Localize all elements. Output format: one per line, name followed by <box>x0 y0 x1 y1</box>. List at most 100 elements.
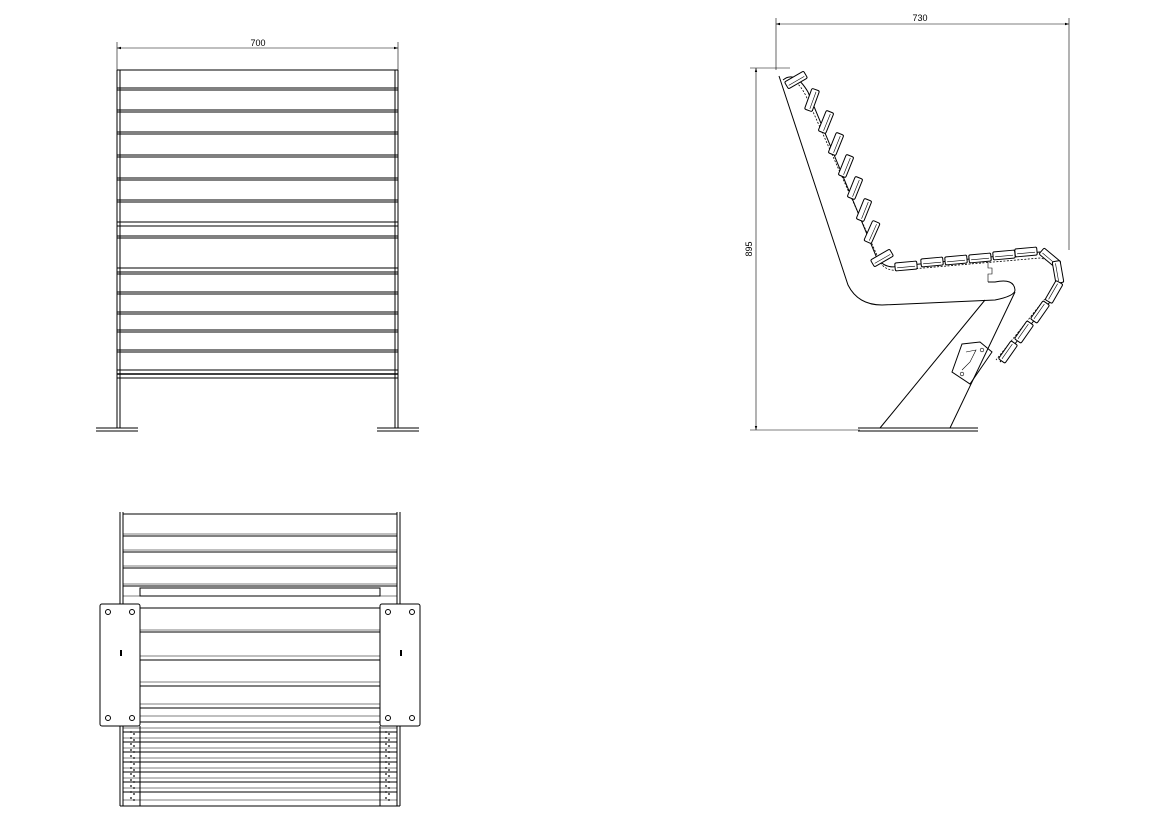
side-slat <box>944 254 968 266</box>
front-view: 700 <box>96 38 419 432</box>
rail-hole <box>130 785 132 787</box>
mounting-bracket <box>951 341 993 385</box>
side-view: 730 895 <box>744 13 1070 432</box>
front-slat <box>117 237 398 269</box>
front-slat <box>117 201 398 223</box>
side-slat <box>856 198 872 222</box>
side-slat <box>968 252 992 264</box>
top-slat <box>123 721 397 729</box>
side-slat <box>998 340 1018 364</box>
side-slat <box>1014 320 1034 344</box>
top-slat <box>123 761 397 769</box>
front-slat <box>117 273 398 293</box>
front-slat <box>117 313 398 331</box>
rail-hole <box>388 793 390 795</box>
top-slat <box>123 685 397 705</box>
top-slat <box>123 781 397 789</box>
side-slat <box>870 249 894 267</box>
side-slat <box>894 260 918 272</box>
rail-hole <box>388 763 390 765</box>
rail-hole <box>130 749 132 751</box>
rail-hole <box>385 743 387 745</box>
rail-hole <box>133 745 135 747</box>
side-slat <box>784 71 808 89</box>
front-width-dimension: 700 <box>116 38 399 70</box>
top-slat <box>123 731 397 739</box>
rail-hole <box>385 797 387 799</box>
right-base-plate <box>379 603 421 727</box>
top-slat <box>123 535 397 551</box>
rail-hole <box>385 791 387 793</box>
rail-hole <box>385 761 387 763</box>
rail-hole <box>130 767 132 769</box>
front-slat <box>117 351 398 371</box>
rail-hole <box>388 739 390 741</box>
rail-hole <box>130 743 132 745</box>
rail-hole <box>388 769 390 771</box>
rail-hole <box>133 769 135 771</box>
rail-hole <box>388 751 390 753</box>
top-slat <box>123 551 397 567</box>
side-slat <box>818 110 834 134</box>
front-slat <box>117 69 398 89</box>
side-slat <box>1051 260 1065 284</box>
rail-hole <box>388 775 390 777</box>
front-slat <box>117 111 398 133</box>
side-slat <box>828 132 844 156</box>
rail-hole <box>133 757 135 759</box>
top-slat <box>123 751 397 759</box>
rail-hole <box>133 751 135 753</box>
top-slat <box>123 741 397 749</box>
front-slat <box>117 179 398 201</box>
rail-hole <box>133 793 135 795</box>
rail-hole <box>385 773 387 775</box>
front-slat <box>117 225 398 237</box>
rail-hole <box>133 775 135 777</box>
rail-hole <box>133 799 135 801</box>
rail-hole <box>385 785 387 787</box>
rail-hole <box>385 755 387 757</box>
rail-hole <box>133 739 135 741</box>
rail-holes <box>130 731 390 801</box>
rail-hole <box>130 761 132 763</box>
front-slat <box>117 89 398 111</box>
rail-hole <box>388 781 390 783</box>
side-slat <box>1014 246 1038 258</box>
front-slat <box>117 156 398 179</box>
left-base-plate <box>99 603 141 727</box>
rail-hole <box>388 799 390 801</box>
side-slat <box>804 88 820 112</box>
side-slat <box>992 249 1016 261</box>
rail-hole <box>130 797 132 799</box>
rail-hole <box>385 737 387 739</box>
rail-hole <box>388 733 390 735</box>
rail-hole <box>133 733 135 735</box>
side-height-dimension: 895 <box>744 67 860 431</box>
top-view <box>99 512 421 807</box>
side-slat <box>1045 280 1063 304</box>
rail-hole <box>133 763 135 765</box>
top-slat <box>123 707 397 717</box>
top-slats <box>123 513 397 801</box>
side-slat <box>847 176 863 200</box>
front-slat <box>117 331 398 351</box>
rail-hole <box>130 773 132 775</box>
rail-hole <box>388 745 390 747</box>
top-slat <box>123 659 397 683</box>
rail-hole <box>388 757 390 759</box>
side-height-label: 895 <box>744 241 754 256</box>
top-slat <box>123 771 397 779</box>
rail-hole <box>133 787 135 789</box>
rail-hole <box>388 787 390 789</box>
top-slat <box>123 567 397 585</box>
rail-hole <box>130 731 132 733</box>
side-depth-label: 730 <box>912 13 927 23</box>
top-slat <box>123 607 397 631</box>
side-slat <box>1030 300 1050 324</box>
top-slat <box>123 631 397 657</box>
rail-hole <box>385 779 387 781</box>
top-slat <box>123 791 397 801</box>
rail-hole <box>385 749 387 751</box>
